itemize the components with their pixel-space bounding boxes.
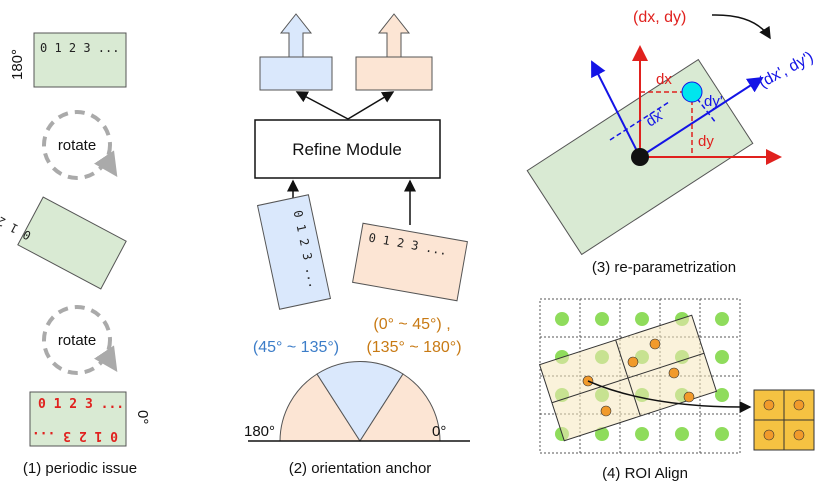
box-180-digits: 0 1 2 3 ... [40,41,119,55]
angle-0-label: 0° [134,410,151,424]
caption-3: (3) re-parametrization [592,259,736,276]
blue-dash-along [609,101,670,141]
output-box-blue [259,56,333,91]
angle-180-label: 180° [9,49,26,80]
hollow-arrow-blue [279,13,313,58]
gauge-label-180: 180° [244,423,275,440]
label-dx: dx [656,71,672,88]
svg-text:0 1 2 3 ...: 0 1 2 3 ... [0,193,33,243]
blue-axis-x [639,76,764,158]
panel-reparametrization: dx dy dx' dy' (dx, dy) (dx', dy') (3) re… [526,9,816,276]
rotate-label-2: rotate [58,332,96,349]
rotate-circle-1 [42,110,112,180]
anchor-box-blue: 0 1 2 3 ... [256,194,332,310]
target-point [681,81,703,103]
anchor-box-orange: 0 1 2 3 ... [352,222,468,302]
panel-periodic-issue: 0 1 2 3 ... 180° rotate 0 1 2 3 ... rota… [0,32,151,477]
box-rotated: 0 1 2 3 ... [0,193,127,290]
caption-1: (1) periodic issue [23,460,137,477]
rotate-arrow-2 [94,345,118,372]
hollow-arrow-orange [377,13,411,58]
refine-module-label: Refine Module [292,140,402,159]
box-0-digits-bottom: 0 1 2 3 ... [32,428,118,443]
label-orig: (dx, dy) [633,9,686,26]
rotate-circle-2 [42,305,112,375]
blue-axis-y [591,60,641,158]
gauge-blue-middle [316,361,404,442]
range-blue: (45° ~ 135°) [253,339,339,356]
label-dy: dy [698,133,714,150]
box-0-digits-top: 0 1 2 3 ... [38,397,124,412]
arrow-to-blue-output [295,91,349,120]
panel-orientation-anchor: Refine Module 0 1 2 3 ... 0 1 2 3 ... (4… [244,13,470,477]
label-new: (dx', dy') [756,49,816,92]
blue-dash-perp [691,91,717,124]
gauge-orange-right [359,373,441,442]
roi-mapping-arrow [587,380,752,414]
gauge-label-0: 0° [432,423,446,440]
center-point [631,148,649,166]
arrow-to-orange-output [347,91,395,120]
panel-roi-align: (4) ROI Align [538,298,815,482]
range-orange-1: (0° ~ 45°) , [373,316,450,333]
curved-arrow [711,14,771,40]
output-box-orange [355,56,433,91]
caption-4: (4) ROI Align [602,465,688,482]
box-0 [29,391,127,447]
rotate-arrow-1 [94,150,118,177]
pooled-output-grid [753,389,815,451]
roi-rotated-box [538,314,718,442]
caption-2: (2) orientation anchor [289,460,432,477]
refine-module-box [254,119,441,179]
label-dy-prime: dy' [704,93,723,110]
box-180 [33,32,127,88]
gauge-orange-left [279,373,361,442]
rotate-label-1: rotate [58,137,96,154]
range-orange-2: (135° ~ 180°) [366,339,461,356]
